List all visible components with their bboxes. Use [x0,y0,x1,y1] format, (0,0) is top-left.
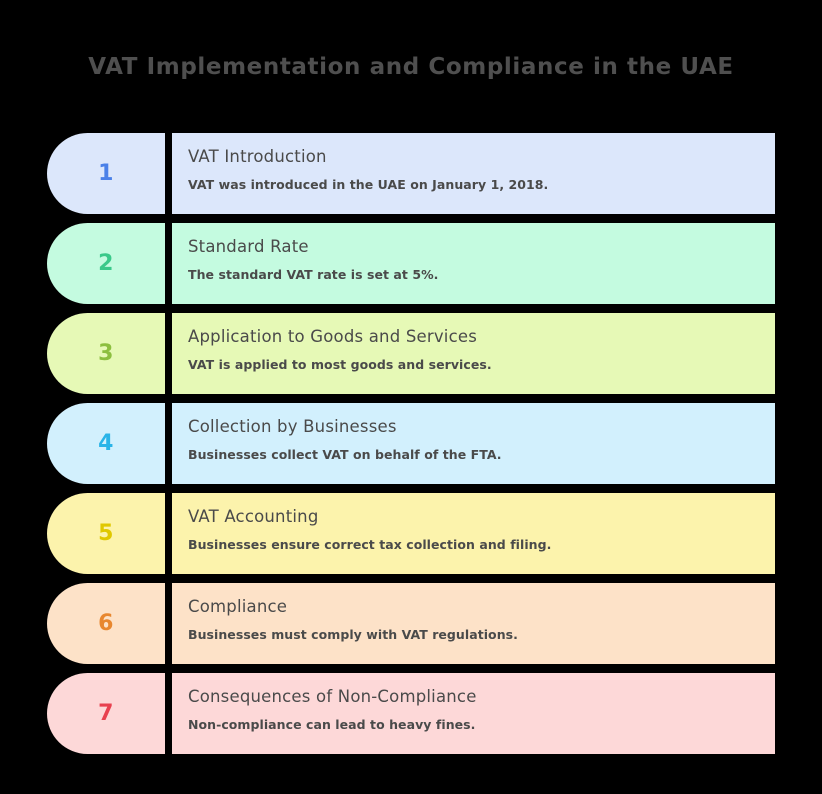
step-description: VAT is applied to most goods and service… [188,357,492,372]
step-description: Businesses ensure correct tax collection… [188,537,552,552]
step-heading: Standard Rate [188,237,309,256]
step-number: 4 [98,430,114,456]
step-number-badge: 2 [47,223,165,304]
step-description: Non-compliance can lead to heavy fines. [188,717,476,732]
step-heading: Application to Goods and Services [188,327,478,346]
step-number-badge: 7 [47,673,165,754]
step-heading: VAT Accounting [188,507,319,526]
step-number-badge: 4 [47,403,165,484]
step-number: 6 [98,610,114,636]
step-number-badge: 3 [47,313,165,394]
step-divider [165,673,172,754]
step-heading: VAT Introduction [188,147,327,166]
step-description: The standard VAT rate is set at 5%. [188,267,439,282]
step-divider [165,493,172,574]
step-divider [165,223,172,304]
step-heading: Collection by Businesses [188,417,397,436]
step-number: 7 [98,700,114,726]
step-number: 3 [98,340,114,366]
step-heading: Consequences of Non-Compliance [188,687,477,706]
step-divider [165,133,172,214]
step-number-badge: 5 [47,493,165,574]
step-divider [165,313,172,394]
step-number-badge: 6 [47,583,165,664]
step-number: 2 [98,250,114,276]
step-number: 5 [98,520,114,546]
step-description: Businesses collect VAT on behalf of the … [188,447,502,462]
step-heading: Compliance [188,597,288,616]
step-number: 1 [98,160,114,186]
step-number-badge: 1 [47,133,165,214]
step-divider [165,403,172,484]
step-divider [165,583,172,664]
step-description: VAT was introduced in the UAE on January… [188,177,549,192]
page-title: VAT Implementation and Compliance in the… [88,54,734,80]
step-description: Businesses must comply with VAT regulati… [188,627,518,642]
